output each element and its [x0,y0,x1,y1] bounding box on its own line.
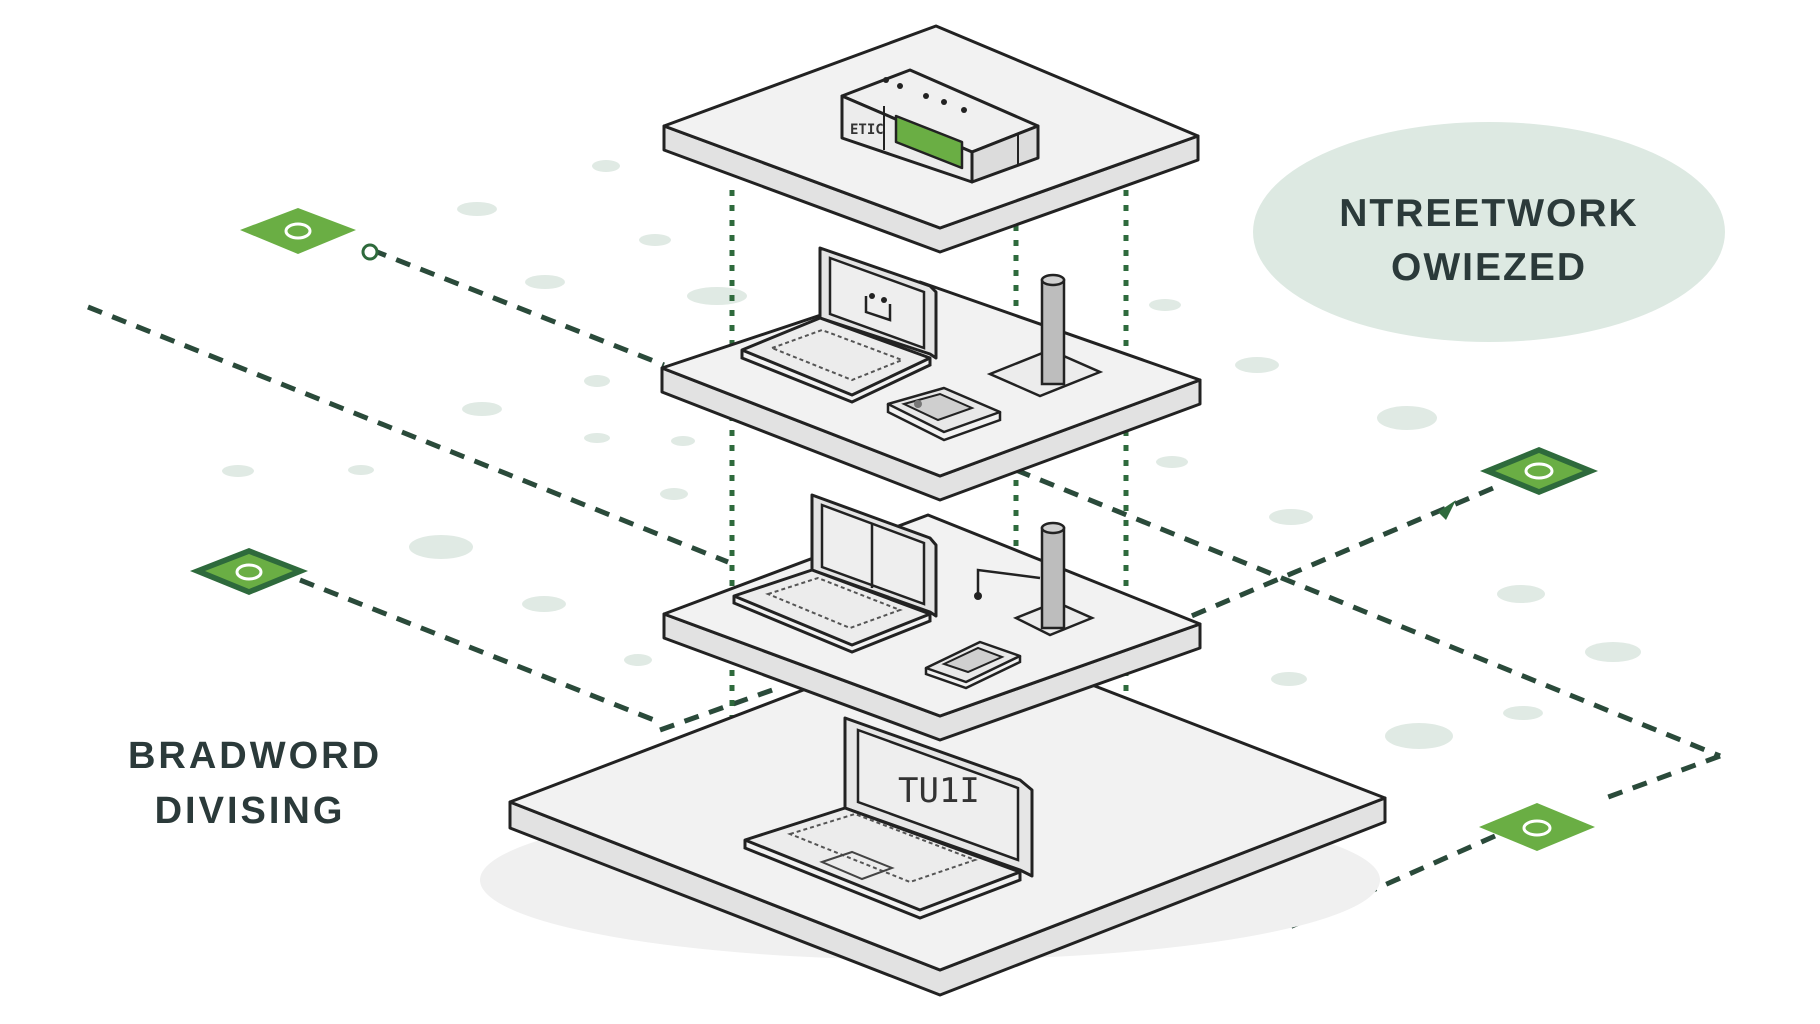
side-label: BRADWORD DIVISING [128,735,382,832]
platform-layer-2 [660,246,1202,502]
phone-icon [924,640,1022,690]
connector-right-return [1599,753,1721,803]
platform-top: ETIC [662,24,1200,254]
callout-bubble: NTREETWORK OWIEZED [1253,122,1725,342]
arrowhead-right-node [1438,500,1456,520]
callout-ellipse [1253,122,1725,342]
connector-top-left [371,247,665,368]
diamond-node-icon [1479,803,1595,851]
laptop-screen-text: TU1I [898,771,980,811]
platform-layer-3 [662,493,1202,742]
antenna-icon [974,521,1096,637]
side-label-line-1: BRADWORD [128,735,382,777]
connector-long-right [1015,467,1721,759]
diamond-node-icon [190,548,308,595]
connector-lines [87,247,1721,933]
antenna-icon [986,273,1104,398]
phone-icon [886,386,1002,442]
platform-base: TU1I [480,630,1387,997]
laptop-icon [740,246,938,404]
node-markers [190,208,1598,851]
laptop-icon: TU1I [743,716,1034,920]
diamond-node-icon [1480,447,1598,495]
background-dots [222,160,1641,749]
laptop-icon [732,493,938,654]
diamond-node-icon [240,208,379,261]
connector-long-left [87,304,729,565]
side-label-line-2: DIVISING [155,790,346,832]
connector-mid-left [299,577,655,723]
router-icon: ETIC [840,68,1040,184]
connector-mid-left-join [659,685,779,733]
router-label: ETIC [850,122,884,138]
callout-line-2: OWIEZED [1391,246,1587,289]
callout-line-1: NTREETWORK [1339,192,1638,235]
